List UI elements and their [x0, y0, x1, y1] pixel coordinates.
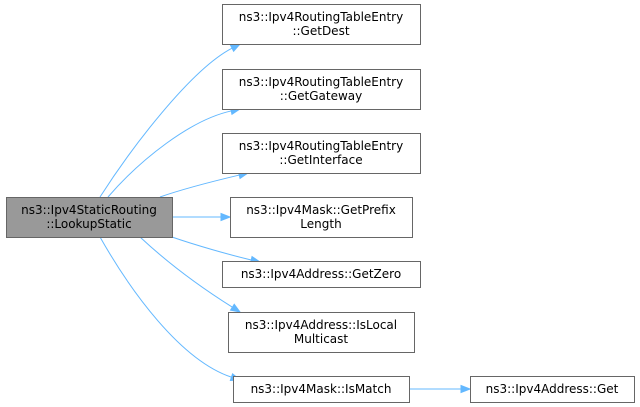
function-nodes: ns3::Ipv4StaticRouting::LookupStaticns3:…: [6, 4, 635, 403]
node-label-line: ::GetGateway: [280, 89, 362, 103]
arrowhead-root-to-getdest: [229, 43, 242, 53]
node-box: [222, 69, 421, 110]
node-ismatch[interactable]: ns3::Ipv4Mask::IsMatch: [233, 376, 410, 403]
node-getdest[interactable]: ns3::Ipv4RoutingTableEntry::GetDest: [222, 4, 421, 45]
node-label-line: ns3::Ipv4RoutingTableEntry: [239, 139, 403, 153]
node-getzero[interactable]: ns3::Ipv4Address::GetZero: [222, 261, 421, 288]
edge-root-to-getinterface: [159, 174, 240, 198]
node-box: [6, 197, 173, 238]
node-box: [470, 376, 635, 403]
node-box: [222, 4, 421, 45]
arrowhead-ismatch-to-get: [460, 384, 472, 394]
node-label-line: ns3::Ipv4StaticRouting: [21, 203, 157, 217]
node-label-line: ::GetInterface: [279, 153, 362, 167]
node-getinterface[interactable]: ns3::Ipv4RoutingTableEntry::GetInterface: [222, 133, 421, 174]
node-box: [222, 133, 421, 174]
node-label-line: Multicast: [294, 332, 349, 346]
node-get[interactable]: ns3::Ipv4Address::Get: [470, 376, 635, 403]
node-label-line: ::LookupStatic: [46, 217, 131, 231]
node-box: [230, 197, 413, 238]
edge-root-to-getgateway: [107, 110, 232, 198]
node-label-line: ns3::Ipv4Mask::GetPrefix: [246, 203, 396, 217]
edge-root-to-islocalmulticast: [139, 236, 233, 308]
node-label-line: ns3::Ipv4Address::GetZero: [241, 267, 401, 281]
node-label-line: ns3::Ipv4Mask::IsMatch: [251, 382, 392, 396]
arrowhead-root-to-getprefixlength: [220, 212, 232, 222]
node-label-line: Length: [300, 217, 341, 231]
edge-root-to-ismatch: [99, 236, 232, 378]
node-label-line: ns3::Ipv4Address::Get: [486, 382, 619, 396]
arrowhead-root-to-islocalmulticast: [229, 303, 242, 313]
node-label-line: ::GetDest: [292, 24, 349, 38]
edge-root-to-getdest: [99, 47, 233, 198]
node-label-line: ns3::Ipv4RoutingTableEntry: [239, 10, 403, 24]
node-root[interactable]: ns3::Ipv4StaticRouting::LookupStatic: [6, 197, 173, 238]
node-label-line: ns3::Ipv4RoutingTableEntry: [239, 75, 403, 89]
node-box: [233, 376, 410, 403]
node-label-line: ns3::Ipv4Address::IsLocal: [245, 318, 397, 332]
node-box: [222, 261, 421, 288]
node-getgateway[interactable]: ns3::Ipv4RoutingTableEntry::GetGateway: [222, 69, 421, 110]
edge-root-to-getzero: [171, 236, 252, 261]
node-box: [228, 312, 415, 353]
